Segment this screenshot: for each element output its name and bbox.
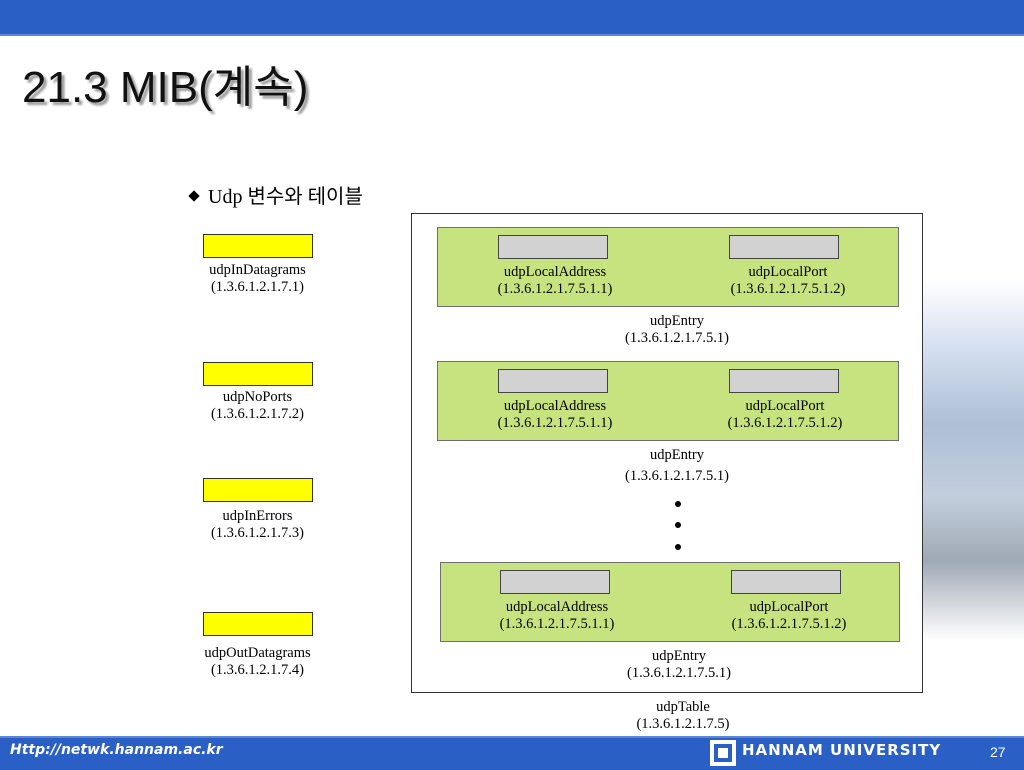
ellipsis-dot (675, 501, 681, 507)
scalar-oid: (1.3.6.1.2.1.7.1) (210, 279, 305, 295)
scalar-name: udpOutDatagrams (204, 645, 311, 661)
column-label: udpLocalAddress (1.3.6.1.2.1.7.5.1.1) (455, 398, 655, 432)
footer-url: Http://netwk.hannam.ac.kr (10, 742, 223, 758)
entry-name: udpEntry (650, 447, 704, 463)
column-label: udpLocalAddress (1.3.6.1.2.1.7.5.1.1) (457, 599, 657, 633)
column-label: udpLocalPort (1.3.6.1.2.1.7.5.1.2) (688, 264, 888, 298)
diamond-bullet-icon (188, 190, 200, 203)
column-name: udpLocalAddress (503, 398, 607, 414)
column-name: udpLocalAddress (503, 264, 607, 280)
scalar-name: udpInErrors (222, 508, 293, 524)
column-label: udpLocalAddress (1.3.6.1.2.1.7.5.1.1) (455, 264, 655, 298)
entry-oid: (1.3.6.1.2.1.7.5.1) (627, 665, 731, 681)
page-number: 27 (990, 744, 1006, 760)
footer-university: HANNAM UNIVERSITY (742, 741, 942, 759)
scalar-oid: (1.3.6.1.2.1.7.2) (210, 406, 305, 422)
university-logo-icon (710, 740, 736, 766)
scalar-box-udpInErrors (203, 478, 313, 502)
column-box-local-address (498, 235, 608, 259)
column-oid: (1.3.6.1.2.1.7.5.1.1) (497, 415, 613, 431)
column-name: udpLocalPort (748, 264, 828, 280)
entry-oid: (1.3.6.1.2.1.7.5.1) (625, 330, 729, 346)
bullet-item: Udp 변수와 테이블 (188, 180, 363, 209)
entry-oid: (1.3.6.1.2.1.7.5.1) (625, 468, 729, 484)
scalar-name: udpInDatagrams (209, 262, 306, 278)
column-oid: (1.3.6.1.2.1.7.5.1.1) (499, 616, 615, 632)
ellipsis-dot (675, 522, 681, 528)
entry-label: udpEntry (1.3.6.1.2.1.7.5.1) (579, 648, 779, 682)
header-rule (0, 34, 1024, 36)
entry-name: udpEntry (652, 648, 706, 664)
footer-bar (0, 736, 1024, 770)
scalar-name: udpNoPorts (222, 389, 293, 405)
column-oid: (1.3.6.1.2.1.7.5.1.2) (730, 281, 846, 297)
scalar-box-udpInDatagrams (203, 234, 313, 258)
column-name: udpLocalPort (749, 599, 829, 615)
column-oid: (1.3.6.1.2.1.7.5.1.2) (727, 415, 843, 431)
scalar-oid: (1.3.6.1.2.1.7.4) (210, 662, 305, 678)
scalar-label: udpInErrors (1.3.6.1.2.1.7.3) (160, 508, 355, 542)
table-oid: (1.3.6.1.2.1.7.5) (636, 716, 730, 732)
scalar-label: udpOutDatagrams (1.3.6.1.2.1.7.4) (160, 645, 355, 679)
bullet-text: Udp 변수와 테이블 (208, 186, 363, 208)
scalar-box-udpOutDatagrams (203, 612, 313, 636)
column-box-local-port (729, 369, 839, 393)
column-name: udpLocalPort (745, 398, 825, 414)
slide-title: 21.3 MIB(계속) (22, 63, 309, 112)
column-box-local-address (498, 369, 608, 393)
column-name: udpLocalAddress (505, 599, 609, 615)
column-label: udpLocalPort (1.3.6.1.2.1.7.5.1.2) (689, 599, 889, 633)
ellipsis-dot (675, 544, 681, 550)
entry-label: udpEntry (1.3.6.1.2.1.7.5.1) (577, 447, 777, 485)
column-box-local-address (500, 570, 610, 594)
table-label: udpTable (1.3.6.1.2.1.7.5) (583, 699, 783, 733)
table-name: udpTable (656, 699, 710, 715)
entry-label: udpEntry (1.3.6.1.2.1.7.5.1) (577, 313, 777, 347)
entry-name: udpEntry (650, 313, 704, 329)
scalar-box-udpNoPorts (203, 362, 313, 386)
scalar-label: udpInDatagrams (1.3.6.1.2.1.7.1) (160, 262, 355, 296)
column-label: udpLocalPort (1.3.6.1.2.1.7.5.1.2) (685, 398, 885, 432)
scalar-oid: (1.3.6.1.2.1.7.3) (210, 525, 305, 541)
scalar-label: udpNoPorts (1.3.6.1.2.1.7.2) (160, 389, 355, 423)
column-box-local-port (729, 235, 839, 259)
column-box-local-port (731, 570, 841, 594)
column-oid: (1.3.6.1.2.1.7.5.1.2) (731, 616, 847, 632)
column-oid: (1.3.6.1.2.1.7.5.1.1) (497, 281, 613, 297)
header-bar (0, 0, 1024, 34)
